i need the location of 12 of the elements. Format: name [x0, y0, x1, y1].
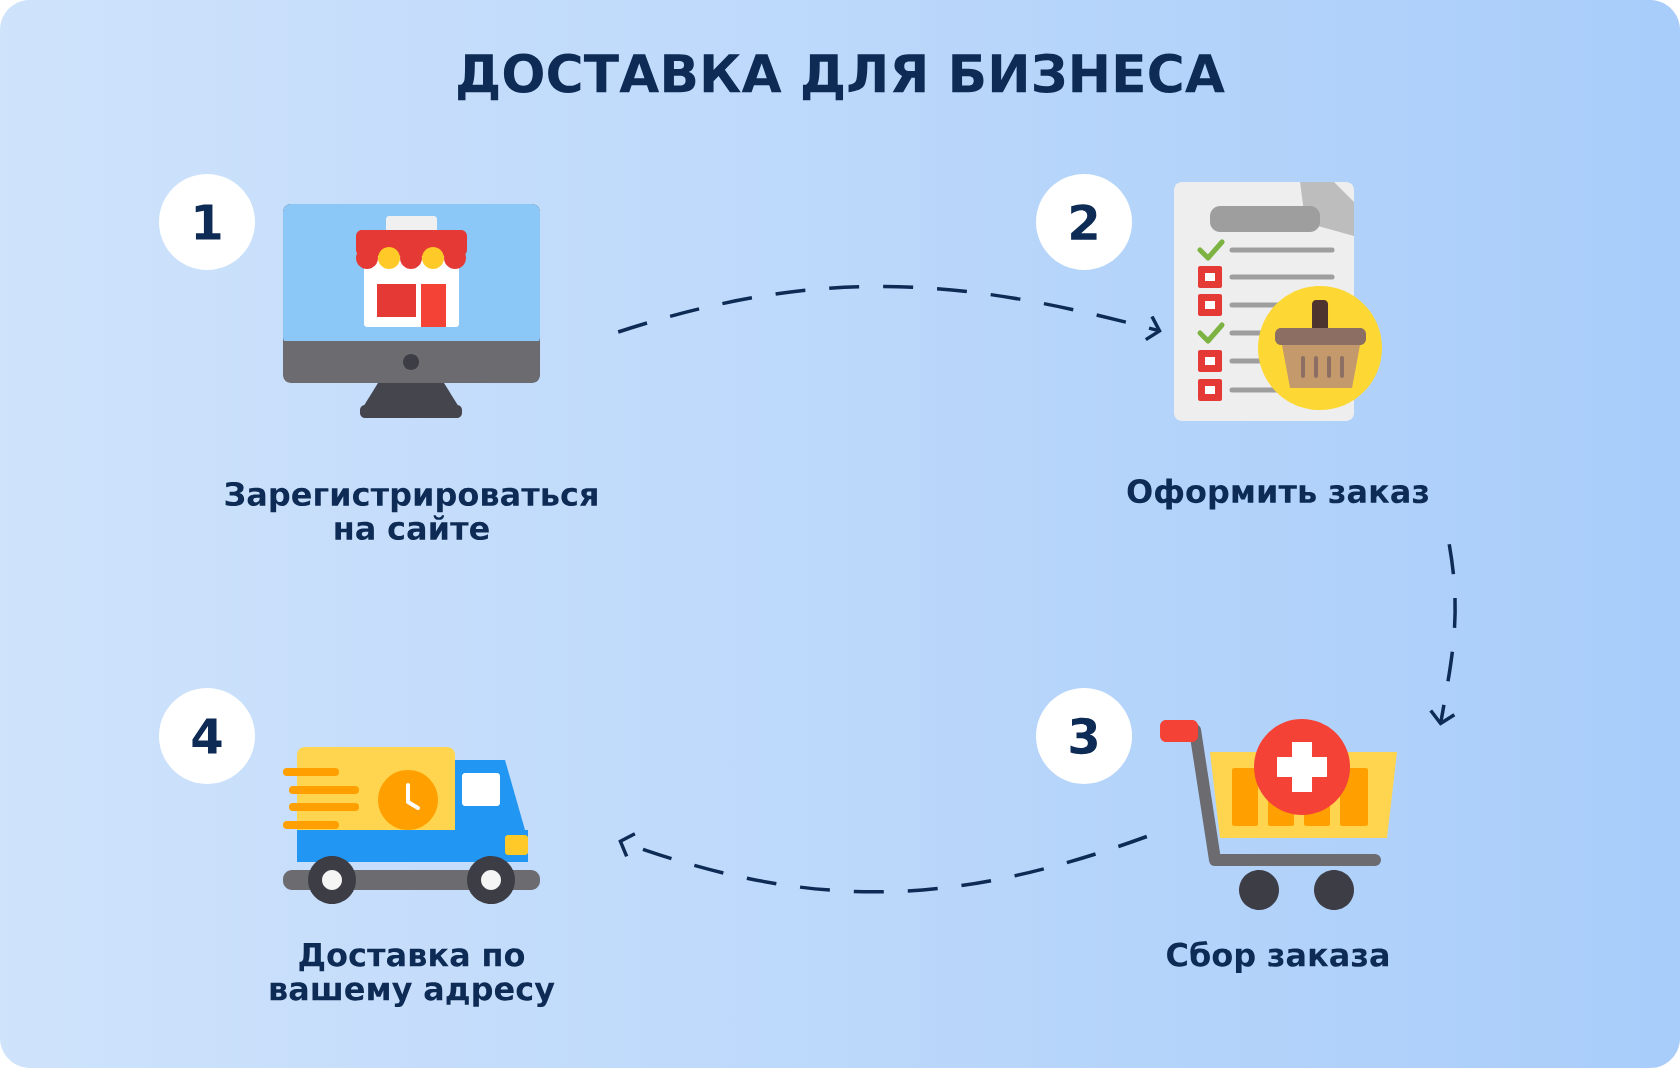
step-caption: Доставка по вашему адресу	[270, 942, 555, 1008]
step-caption: Зарегистрироваться на сайте	[225, 481, 597, 541]
dashed-arrow	[618, 832, 1148, 894]
truck-drawing	[283, 747, 540, 904]
cart-drawing	[1160, 719, 1397, 910]
title: ДОСТАВКА ДЛЯ БИЗНЕСА	[458, 53, 1225, 101]
dashed-arrow	[1429, 543, 1457, 726]
dashed-arrow	[617, 284, 1162, 342]
step-caption: Сбор заказа	[1167, 941, 1389, 973]
monitor-drawing	[283, 204, 540, 418]
order-list-drawing	[1174, 182, 1382, 421]
step-caption: Оформить заказ	[1127, 478, 1428, 510]
